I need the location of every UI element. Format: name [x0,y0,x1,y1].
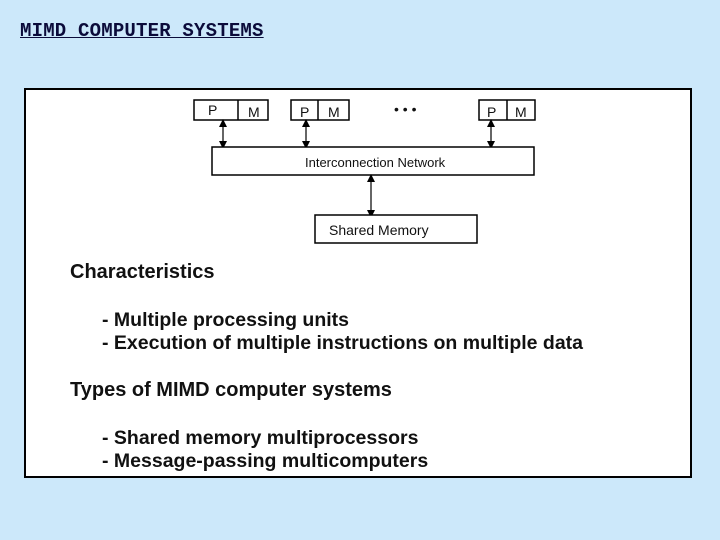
characteristics-list: - Multiple processing units - Execution … [102,309,583,355]
characteristics-heading: Characteristics [70,261,215,283]
memory-label: M [248,104,260,120]
list-item: - Shared memory multiprocessors [102,427,419,449]
list-item: - Multiple processing units [102,309,350,331]
shared-memory-box: Shared Memory [314,214,478,244]
interconnection-network: Interconnection Network [211,146,535,176]
pm-node-3: P M [478,99,536,121]
content-panel: P M P M • • • P M Interconnection Networ… [24,88,692,478]
types-list: - Shared memory multiprocessors - Messag… [102,427,583,473]
shared-memory-label: Shared Memory [329,222,429,238]
mimd-diagram: P M P M • • • P M Interconnection Networ… [193,99,536,244]
ellipsis: • • • [394,101,417,117]
slide-title: MIMD COMPUTER SYSTEMS [20,20,264,42]
processor-label: P [300,104,309,120]
processor-label: P [487,104,496,120]
types-heading: Types of MIMD computer systems [70,379,392,401]
processor-label: P [208,102,217,118]
list-item: - Execution of multiple instructions on … [102,332,584,354]
list-item: - Message-passing multicomputers [102,450,429,472]
memory-label: M [328,104,340,120]
pm-node-2: P M [290,99,350,121]
memory-label: M [515,104,527,120]
network-label: Interconnection Network [305,155,446,170]
description: Characteristics - Multiple processing un… [70,260,583,473]
pm-node-1: P M [193,99,269,121]
